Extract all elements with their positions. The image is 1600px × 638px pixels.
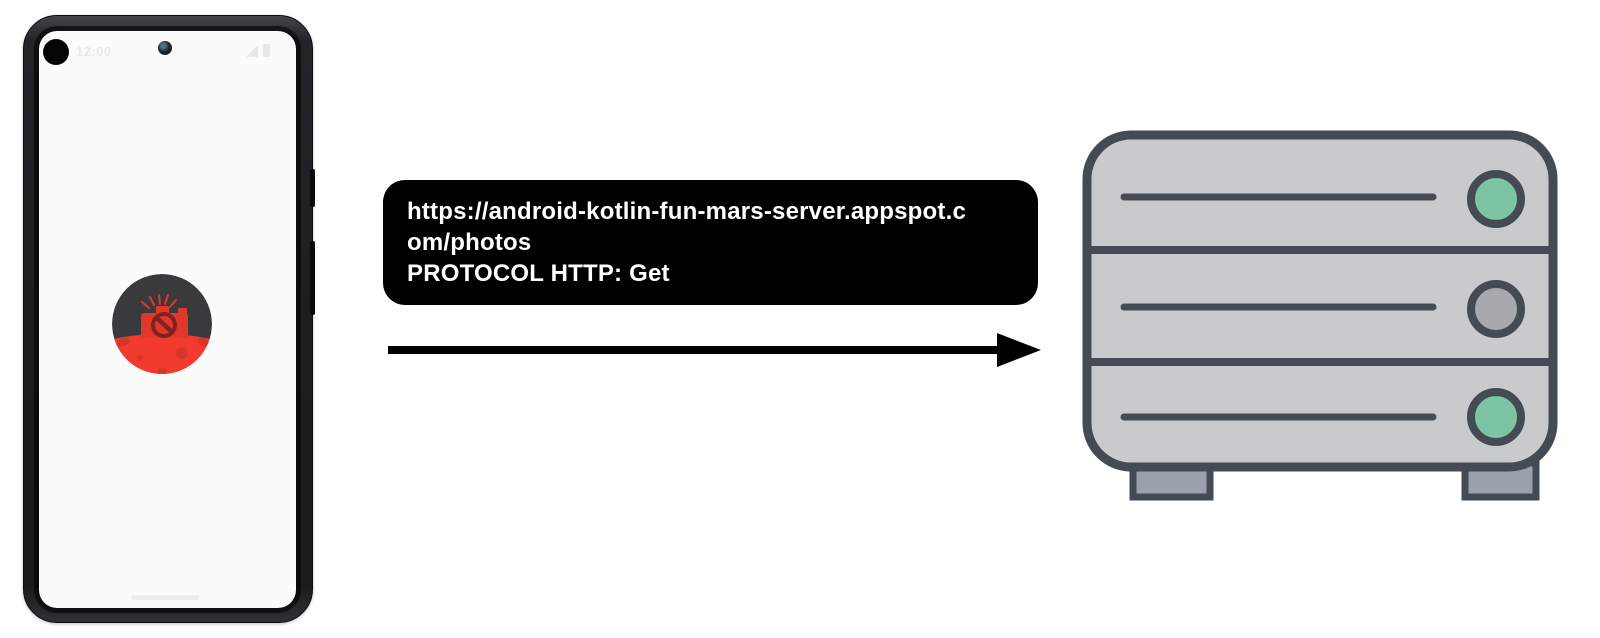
phone-screen: 12:00 [39,31,296,608]
battery-icon [263,44,270,57]
mars-crater [137,355,143,361]
phone-volume-button [310,241,315,315]
camera-icon [141,294,188,338]
server-body [1082,130,1558,472]
black-dot-icon [43,39,69,65]
phone-device: 12:00 [23,15,315,623]
led-indicator-teal [1467,388,1525,446]
request-url-line-2: om/photos [407,229,532,256]
navigation-pill [131,595,199,600]
status-bar-time: 12:00 [76,44,112,59]
mars-crater [157,368,167,374]
web-server-icon [1082,130,1558,501]
signal-icon [246,45,258,57]
phone-power-button [310,169,315,207]
mars-crater [116,337,130,347]
led-indicator-teal [1467,170,1525,228]
status-bar-icons [246,44,270,57]
request-url-line-1: https://android-kotlin-fun-mars-server.a… [407,198,966,225]
mars-crater [176,347,188,359]
mars-crater [197,338,209,346]
request-protocol-line: PROTOCOL HTTP: Get [407,260,670,287]
front-camera-icon [158,41,172,55]
led-indicator-gray [1467,280,1525,338]
mars-photos-app-icon [112,274,212,374]
request-arrow-icon [388,333,1041,367]
http-request-box: https://android-kotlin-fun-mars-server.a… [383,180,1038,305]
